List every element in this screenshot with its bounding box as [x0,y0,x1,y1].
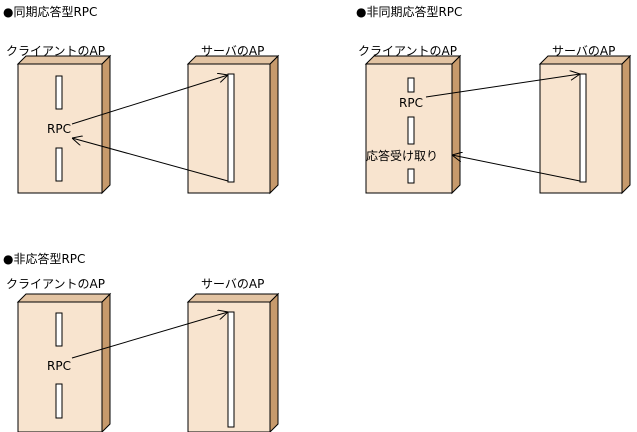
client-exec-bar [55,147,63,182]
section-title: ●同期応答型RPC [3,4,97,19]
section-title: ●非同期応答型RPC [356,4,462,19]
client-label: クライアントのAP [6,277,105,291]
section-async-rpc: ●非同期応答型RPC クライアントのAP サーバのAP RPC 応答受け取り [356,4,632,195]
rpc-label: RPC [47,122,71,136]
client-exec-bar [407,77,415,93]
client-process-box [364,54,462,195]
client-exec-bar [55,75,63,110]
response-receive-label: 応答受け取り [366,148,438,163]
server-process-box [186,54,280,195]
server-label: サーバのAP [201,44,264,58]
section-sync-rpc: ●同期応答型RPC クライアントのAP サーバのAP RPC [3,4,280,195]
client-exec-bar [407,116,415,145]
server-label: サーバのAP [552,44,615,58]
client-process-box [16,292,112,432]
section-no-response-rpc: ●非応答型RPC クライアントのAP サーバのAP RPC [3,251,280,432]
client-label: クライアントのAP [6,44,105,58]
server-exec-bar [227,311,235,428]
call-arrow [71,312,228,359]
server-exec-bar [579,73,587,183]
rpc-label: RPC [47,359,71,373]
client-exec-bar [407,168,415,184]
server-label: サーバのAP [201,277,264,291]
call-arrow [71,75,228,125]
return-arrow [72,138,229,182]
client-exec-bar [55,312,63,347]
client-process-box [16,54,112,195]
client-label: クライアントのAP [358,44,457,58]
call-arrow [425,74,580,98]
client-exec-bar [55,383,63,419]
server-process-box [538,54,632,195]
rpc-label: RPC [399,96,423,110]
section-title: ●非応答型RPC [3,251,85,266]
server-process-box [186,292,280,432]
return-arrow [452,155,581,182]
server-exec-bar [227,73,235,183]
